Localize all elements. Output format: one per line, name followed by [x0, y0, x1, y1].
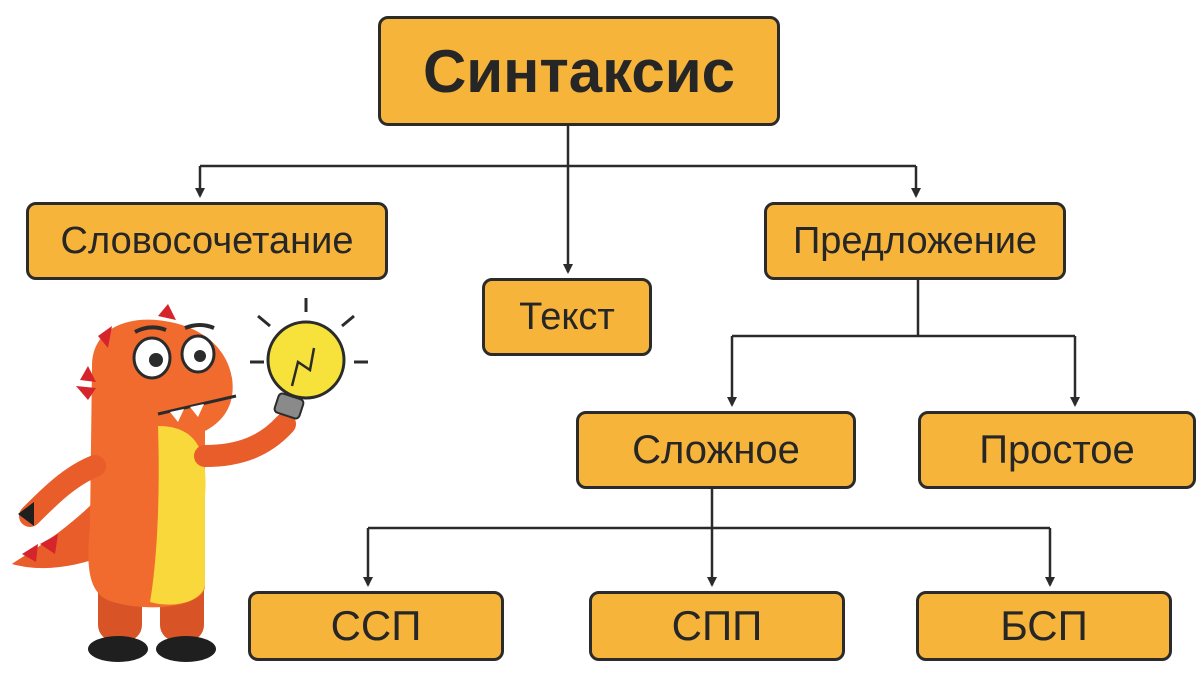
node-text: Текст	[482, 278, 652, 356]
node-ssp: ССП	[248, 591, 504, 661]
node-simple-sentence: Простое	[918, 411, 1196, 489]
node-bsp: БСП	[916, 591, 1172, 661]
lightbulb-icon	[250, 298, 368, 420]
node-word-combination: Словосочетание	[26, 202, 388, 280]
dinosaur-mascot-icon	[12, 298, 368, 662]
node-spp: СПП	[589, 591, 845, 661]
node-sentence: Предложение	[764, 202, 1066, 280]
root-node-syntax: Синтаксис	[378, 16, 780, 126]
node-complex-sentence: Сложное	[576, 411, 856, 489]
